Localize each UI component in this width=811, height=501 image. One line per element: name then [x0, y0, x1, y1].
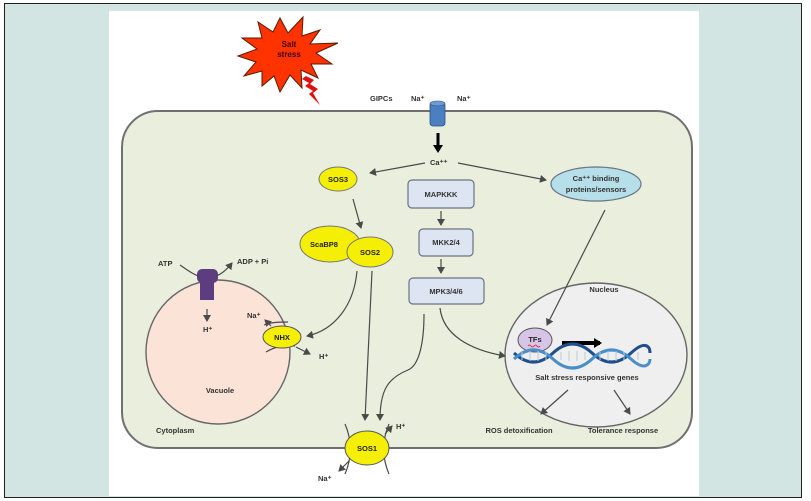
ca-binding-sensor[interactable]: [550, 166, 642, 202]
ca-to-sos3-arrow: [369, 162, 426, 176]
sos2-label: SOS2: [360, 248, 380, 257]
nhx-h-arrow: [295, 346, 311, 355]
genes-label: Salt stress responsive genes: [535, 373, 638, 382]
vacuole-label: Vacuole: [206, 386, 234, 395]
na-sos1-label: Na⁺: [318, 474, 332, 483]
adp-out-arrow: [215, 262, 233, 277]
sos2-protein[interactable]: [346, 236, 394, 268]
scabp8-label: ScaBP8: [310, 240, 338, 249]
mkk-box[interactable]: [418, 228, 474, 257]
sos1-h-arrow: [384, 425, 393, 435]
sensor-to-tfs-arrow: [546, 209, 606, 326]
atp-in-arrow: [179, 264, 201, 277]
h-vacuole-label: H⁺: [203, 325, 212, 334]
tfs-protein[interactable]: [517, 327, 553, 353]
mpk-label: MPK3/4/6: [429, 287, 462, 296]
sos1-protein[interactable]: [344, 430, 390, 466]
sos2-to-nhx-arrow: [306, 270, 358, 339]
atp-label: ATP: [158, 259, 172, 268]
salt-stress-label-line2: stress: [277, 50, 301, 59]
na-nhx-label: Na⁺: [247, 311, 261, 320]
na-right-label: Na⁺: [457, 94, 471, 103]
tfs-underline-icon: [527, 344, 541, 348]
sos3-to-sos2-arrow: [352, 198, 364, 229]
h-sos1-label: H⁺: [396, 422, 405, 431]
tolerance-label: Tolerance response: [588, 426, 658, 435]
ca-label: Ca⁺⁺: [430, 158, 448, 167]
nhx-protein[interactable]: [262, 325, 302, 349]
sensor-label-line1: Ca⁺⁺ binding: [573, 174, 620, 183]
mapkkk-label: MAPKKK: [425, 190, 458, 199]
cytoplasm-label: Cytoplasm: [156, 426, 195, 435]
lightning-bolt-icon: [302, 76, 320, 105]
na-left-label: Na⁺: [411, 94, 425, 103]
h-nhx-label: H⁺: [319, 352, 328, 361]
vacuole: [145, 279, 291, 425]
sos1-na-arrow: [338, 460, 350, 472]
h-atpase-icon: [197, 269, 218, 300]
genes-to-ros-arrow: [540, 389, 569, 415]
genes-to-tolerance-arrow: [613, 389, 631, 415]
mpk-to-sos1-arrow: [376, 313, 425, 421]
gipcs-label: GIPCs: [370, 94, 393, 103]
sos3-protein[interactable]: [318, 166, 358, 192]
sos1-label: SOS1: [357, 444, 377, 453]
mpk-box[interactable]: [408, 277, 485, 305]
sos3-label: SOS3: [328, 175, 348, 184]
nucleus-label: Nucleus: [589, 285, 618, 294]
mkk-label: MKK2/4: [432, 238, 460, 247]
salt-stress-label-line1: Salt: [282, 40, 297, 49]
salt-stress-burst-icon: [236, 15, 339, 94]
nhx-na-arrow: [264, 319, 273, 328]
ion-channel-icon: [429, 100, 446, 127]
mpk-to-genes-arrow: [439, 307, 506, 359]
mapkkk-box[interactable]: [407, 179, 475, 209]
sensor-label-line2: proteins/sensors: [566, 185, 626, 194]
adp-label: ADP + Pi: [237, 257, 268, 266]
ca-to-sensor-arrow: [457, 162, 547, 183]
sos2-to-sos1-arrow: [361, 270, 373, 421]
dna-helix-icon: [512, 342, 652, 370]
ros-label: ROS detoxification: [485, 426, 553, 435]
nhx-label: NHX: [274, 333, 290, 342]
tfs-label: TFs: [528, 335, 541, 344]
